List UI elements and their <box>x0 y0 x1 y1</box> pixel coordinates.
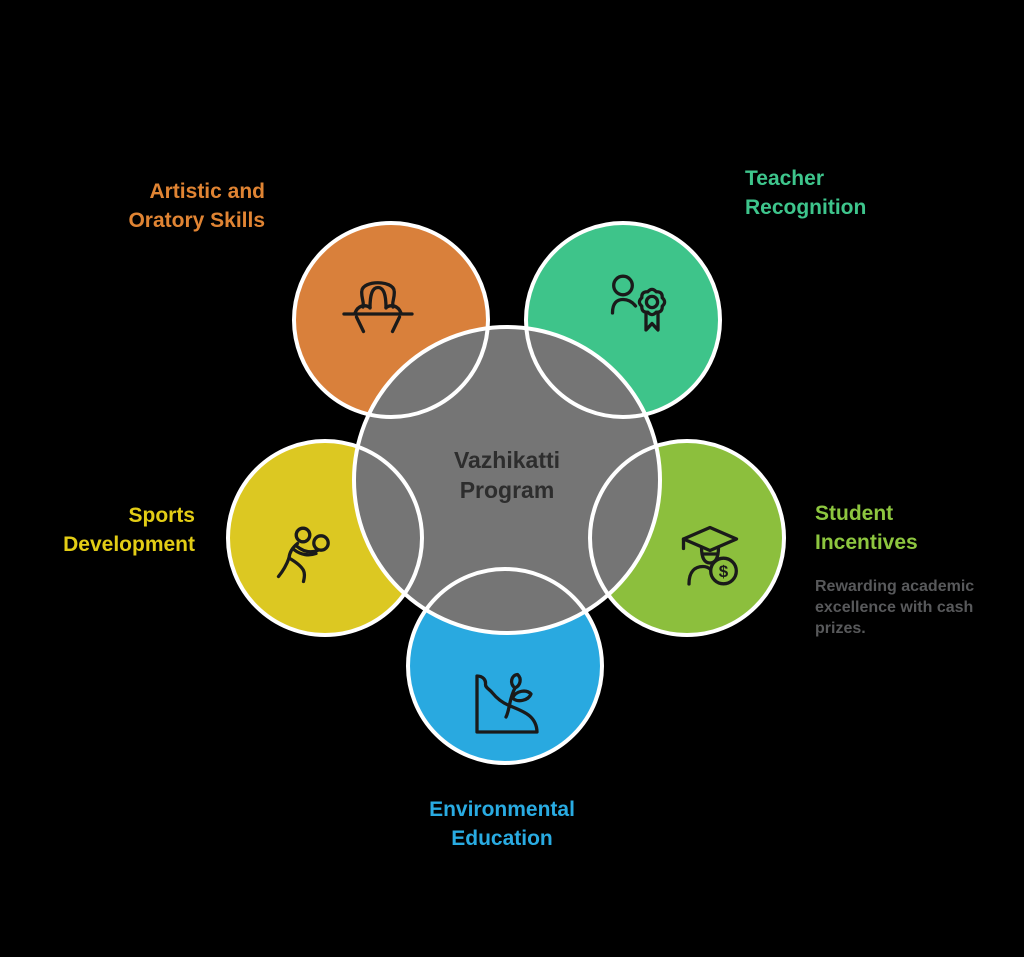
circle-outlines <box>226 221 786 765</box>
circle-outline <box>226 439 424 637</box>
person-award-ribbon-icon <box>610 274 667 332</box>
circle-outline <box>352 325 662 635</box>
sprout-growth-icon <box>475 672 539 734</box>
dollar-sign-glyph: $ <box>719 562 729 581</box>
circle-outline <box>588 439 786 637</box>
circle-outline <box>292 221 490 419</box>
label-environmental-education: Environmental Education <box>429 798 575 850</box>
center-circle <box>354 327 660 633</box>
graduate-dollar-coin-icon: $ <box>681 525 739 586</box>
label-sports-development: Sports Development <box>63 504 195 556</box>
label-artistic-oratory-skills: Artistic and Oratory Skills <box>128 180 265 232</box>
ball-player-icon <box>276 526 330 584</box>
center-label: Vazhikatti Program <box>453 447 561 503</box>
label-teacher-recognition: Teacher Recognition <box>745 167 867 219</box>
circle-outline <box>406 567 604 765</box>
label-student-incentives: Student Incentives <box>815 502 918 554</box>
circle-outline <box>524 221 722 419</box>
podium-speaker-icon <box>342 281 414 334</box>
student-incentives-description: Rewarding academic excellence with cash … <box>815 578 975 637</box>
